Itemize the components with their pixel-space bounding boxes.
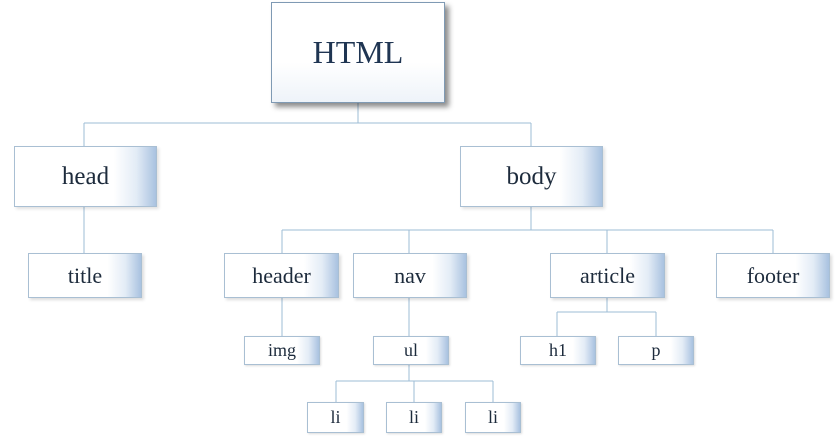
node-footer-label: footer [746,262,800,288]
node-img: img [244,336,320,365]
node-head-label: head [61,162,110,190]
node-h1: h1 [520,336,596,365]
node-li-1: li [307,402,364,433]
node-header: header [224,253,339,298]
node-h1-label: h1 [549,340,567,360]
node-li-2: li [386,402,442,433]
node-html-root: HTML [271,2,445,103]
node-li-3: li [465,402,521,433]
node-html-label: HTML [312,34,404,70]
node-head: head [14,146,157,207]
node-article: article [550,253,665,298]
node-ul: ul [373,336,449,365]
node-title-label: title [67,262,103,288]
node-li-2-label: li [408,407,419,427]
node-article-label: article [580,262,635,288]
node-p-label: p [651,340,661,360]
node-ul-label: ul [403,340,418,360]
node-body-label: body [506,162,557,190]
node-body: body [460,146,603,207]
node-nav-label: nav [394,262,426,288]
node-header-label: header [252,262,311,288]
node-li-3-label: li [487,407,498,427]
node-title: title [28,253,142,298]
node-img-label: img [267,340,296,360]
node-p: p [618,336,694,365]
node-footer: footer [716,253,830,298]
node-li-1-label: li [330,407,341,427]
node-nav: nav [353,253,467,298]
